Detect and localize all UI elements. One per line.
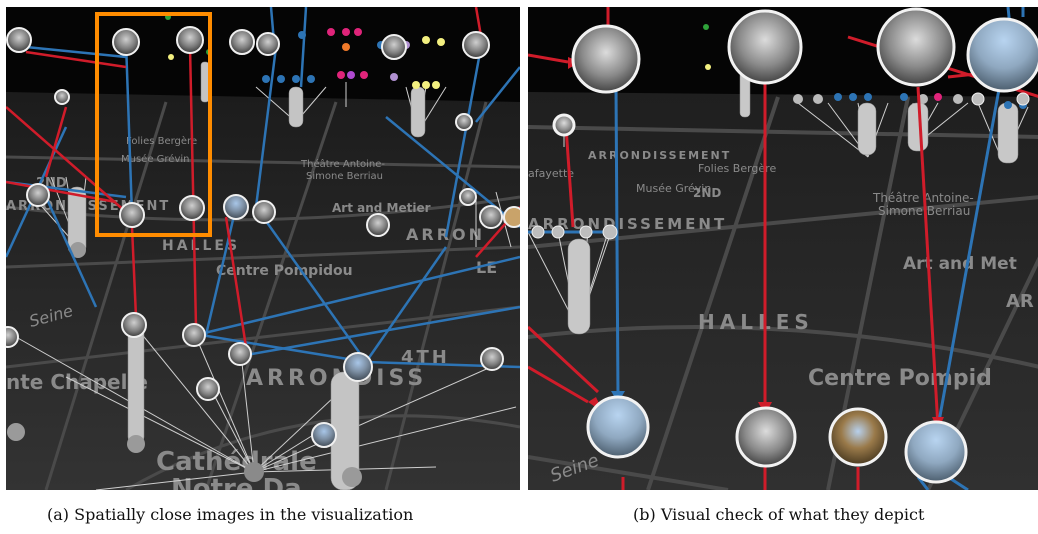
image-node bbox=[256, 32, 280, 56]
map-label: Musée Grévin bbox=[636, 182, 711, 195]
image-node bbox=[229, 29, 255, 55]
image-node bbox=[6, 27, 32, 53]
image-node bbox=[228, 342, 252, 366]
image-node bbox=[480, 347, 504, 371]
image-node bbox=[479, 205, 503, 229]
map-label: Notre Da bbox=[171, 474, 302, 490]
image-node bbox=[179, 195, 205, 221]
blue-edges bbox=[6, 7, 520, 369]
image-node bbox=[112, 28, 140, 56]
map-label: Art and Metier bbox=[332, 201, 431, 215]
image-node bbox=[381, 34, 407, 60]
ground-node bbox=[244, 462, 264, 482]
image-node bbox=[54, 89, 70, 105]
colored-dots bbox=[703, 24, 1027, 109]
highlight-box bbox=[95, 12, 212, 237]
ground-node bbox=[7, 423, 25, 441]
panel-a-scene: 2ND ARRONDISSEMENT HALLES Centre Pompido… bbox=[6, 7, 520, 490]
street-network bbox=[6, 101, 520, 490]
map-label: Musée Grévin bbox=[121, 153, 190, 165]
image-node bbox=[343, 352, 373, 382]
image-node bbox=[26, 183, 50, 207]
image-node bbox=[223, 194, 249, 220]
image-node bbox=[196, 377, 220, 401]
map-label: Art and Met bbox=[903, 254, 1017, 274]
image-node-notre-dame-color bbox=[966, 17, 1038, 93]
map-label: Simone Berriau bbox=[306, 171, 383, 182]
ground-node bbox=[342, 467, 362, 487]
small-nodes bbox=[531, 92, 1030, 240]
map-label: Théâtre Antoine- bbox=[300, 158, 385, 170]
image-node-notre-dame-front bbox=[586, 395, 650, 459]
panel-b-scene: 2ND ARRONDISSEMENT ARRONDISSEMENT HALLES… bbox=[528, 7, 1038, 490]
map-label: Folies Bergère bbox=[126, 135, 197, 147]
image-nodes bbox=[6, 26, 520, 448]
map-label: HALLES bbox=[698, 310, 814, 334]
ground-node bbox=[70, 242, 86, 258]
image-node bbox=[252, 200, 276, 224]
image-node-cathedral-side bbox=[828, 407, 888, 467]
caption-a: (a) Spatially close images in the visual… bbox=[47, 505, 414, 524]
map-label: Folies Bergère bbox=[698, 162, 776, 175]
image-nodes bbox=[552, 7, 1038, 484]
image-node-river bbox=[876, 7, 956, 87]
image-stacks bbox=[567, 66, 1019, 335]
panel-b-visualization[interactable]: 2ND ARRONDISSEMENT ARRONDISSEMENT HALLES… bbox=[528, 7, 1038, 490]
image-node-notre-dame-old bbox=[571, 24, 641, 94]
map-label: afayette bbox=[528, 167, 574, 180]
image-node bbox=[455, 113, 473, 131]
caption-b: (b) Visual check of what they depict bbox=[633, 505, 925, 524]
image-node bbox=[176, 26, 204, 54]
colored-dots bbox=[165, 14, 445, 89]
map-label: ARRONDISSEMENT bbox=[588, 149, 731, 162]
map-label: Centre Pompid bbox=[808, 366, 992, 391]
ground-node bbox=[127, 435, 145, 453]
image-node bbox=[182, 323, 206, 347]
image-node bbox=[6, 326, 19, 348]
image-node bbox=[503, 206, 520, 228]
map-label: HALLES bbox=[162, 238, 240, 254]
image-node bbox=[366, 213, 390, 237]
map-label: AR bbox=[1006, 291, 1034, 312]
map-label: Théâtre Antoine- bbox=[872, 191, 974, 205]
image-node bbox=[552, 113, 576, 137]
image-stacks bbox=[67, 61, 426, 490]
map-label: 2ND bbox=[693, 186, 721, 200]
image-node-portal bbox=[735, 406, 797, 468]
image-node bbox=[459, 188, 477, 206]
panel-a-visualization[interactable]: 2ND ARRONDISSEMENT HALLES Centre Pompido… bbox=[6, 7, 520, 490]
map-label: ARRON bbox=[406, 225, 485, 244]
image-node bbox=[311, 422, 337, 448]
map-label: Centre Pompidou bbox=[216, 263, 353, 279]
image-node-seine-view bbox=[904, 420, 968, 484]
image-node-bridge bbox=[727, 9, 803, 85]
map-labels: 2ND ARRONDISSEMENT ARRONDISSEMENT HALLES… bbox=[528, 149, 1034, 487]
map-ground bbox=[528, 92, 1038, 490]
image-node bbox=[119, 202, 145, 228]
image-node bbox=[121, 312, 147, 338]
map-label: ARRONDISSEMENT bbox=[528, 215, 727, 233]
image-node bbox=[462, 31, 490, 59]
